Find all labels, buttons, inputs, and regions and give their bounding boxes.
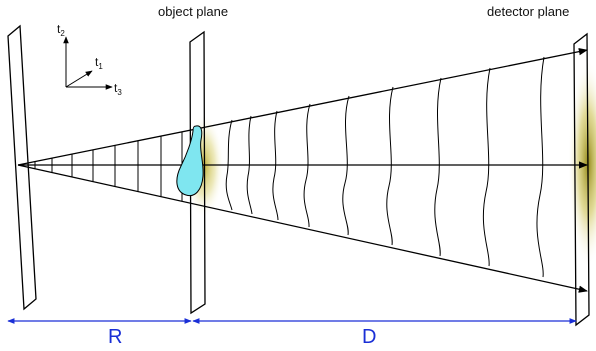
t2-label: t2 <box>57 22 65 38</box>
incident-wavefronts <box>34 132 183 202</box>
upper-ray <box>17 48 588 166</box>
t3-label: t3 <box>114 81 122 97</box>
source-plane <box>7 24 37 311</box>
object-plane <box>189 30 206 315</box>
object-plane-label: object plane <box>158 4 228 19</box>
detector-plane-label: detector plane <box>487 4 569 19</box>
detector-plane <box>573 32 590 327</box>
lower-ray <box>17 164 588 293</box>
distorted-wavefronts <box>225 56 545 278</box>
t1-label: t1 <box>95 55 103 71</box>
phase-object <box>176 125 204 197</box>
distance-r-label: R <box>108 326 122 348</box>
t1-axis <box>65 70 93 88</box>
coordinate-axes <box>63 36 113 90</box>
distance-d-label: D <box>362 326 376 348</box>
detector-plane-glow <box>568 58 596 268</box>
